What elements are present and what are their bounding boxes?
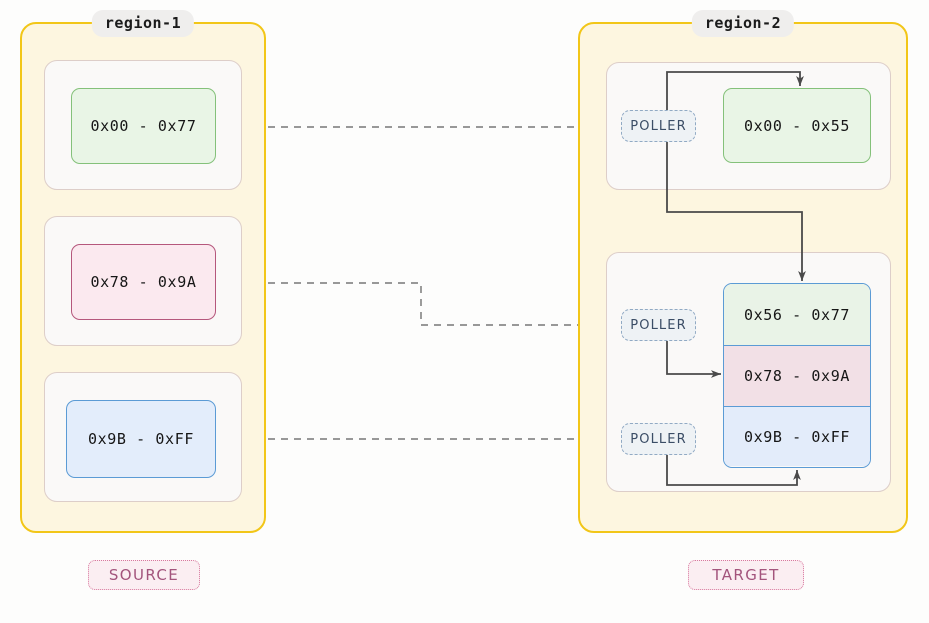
target-stack-segment-1-label: 0x56 - 0x77 bbox=[744, 305, 850, 324]
target-stack-segment-2-label: 0x78 - 0x9A bbox=[744, 367, 850, 385]
region-2-title: region-2 bbox=[691, 10, 795, 37]
source-tag-label: SOURCE bbox=[108, 566, 180, 584]
source-tag: SOURCE bbox=[88, 560, 200, 590]
target-stack-segment-3-label: 0x9B - 0xFF bbox=[744, 427, 850, 446]
target-block-top[interactable]: 0x00 - 0x55 bbox=[723, 88, 871, 163]
source-block-2-label: 0x78 - 0x9A bbox=[90, 273, 197, 291]
poller-2-label: POLLER bbox=[630, 317, 687, 333]
poller-1-label: POLLER bbox=[630, 118, 687, 134]
target-stack-segment-3[interactable]: 0x9B - 0xFF bbox=[724, 407, 870, 466]
source-block-3-label: 0x9B - 0xFF bbox=[88, 430, 194, 448]
target-block-stack[interactable]: 0x56 - 0x77 0x78 - 0x9A 0x9B - 0xFF bbox=[723, 283, 871, 468]
link-source2-to-poller2 bbox=[216, 282, 612, 329]
region-1-title: region-1 bbox=[91, 10, 195, 37]
source-block-3[interactable]: 0x9B - 0xFF bbox=[66, 400, 216, 478]
source-block-1[interactable]: 0x00 - 0x77 bbox=[71, 88, 216, 164]
target-stack-segment-2[interactable]: 0x78 - 0x9A bbox=[724, 345, 870, 407]
target-tag-label: TARGET bbox=[712, 566, 780, 584]
poller-3[interactable]: POLLER bbox=[621, 423, 696, 455]
poller-2[interactable]: POLLER bbox=[621, 309, 696, 341]
source-block-2[interactable]: 0x78 - 0x9A bbox=[71, 244, 216, 320]
poller-1[interactable]: POLLER bbox=[621, 110, 696, 142]
source-block-1-label: 0x00 - 0x77 bbox=[90, 117, 197, 135]
target-stack-segment-1[interactable]: 0x56 - 0x77 bbox=[724, 284, 870, 345]
poller-3-label: POLLER bbox=[630, 431, 687, 447]
target-tag: TARGET bbox=[688, 560, 804, 590]
target-block-top-label: 0x00 - 0x55 bbox=[744, 116, 850, 135]
